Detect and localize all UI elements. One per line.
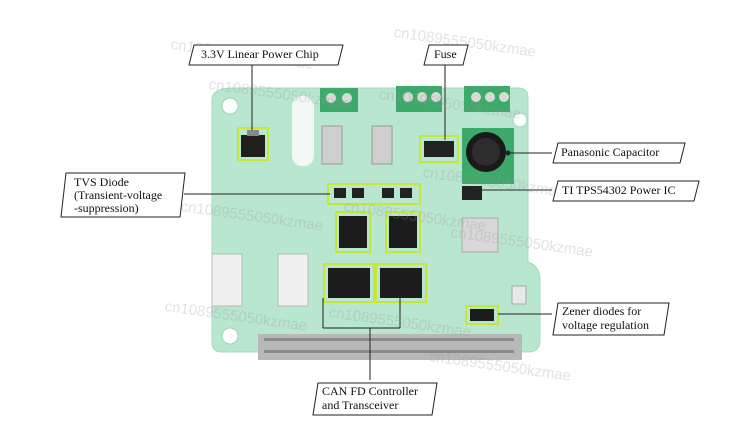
linear-power-chip-highlight [237, 127, 269, 161]
label-can-line2: and Transceiver [322, 398, 399, 412]
can-chip [328, 268, 370, 298]
fuse-highlight [419, 135, 459, 163]
label-ti-power-ic: TI TPS54302 Power IC [562, 183, 676, 197]
can-chip [389, 216, 417, 248]
callout-ti-power-ic: TI TPS54302 Power IC [552, 180, 700, 202]
board-slot [292, 96, 314, 166]
dip-switch [321, 125, 343, 165]
label-panasonic-capacitor: Panasonic Capacitor [561, 145, 660, 159]
zener-highlight [465, 305, 499, 325]
mount-hole [512, 112, 528, 128]
inductor [461, 217, 499, 253]
leader-lines [184, 62, 552, 380]
jst-connector [277, 253, 309, 307]
can-chip-highlight [323, 263, 375, 303]
label-zener-line1: Zener diodes for [562, 304, 642, 318]
screw-terminal [396, 86, 442, 112]
mount-hole [221, 327, 239, 345]
gpio-pins [264, 338, 514, 353]
can-chip-highlight [385, 211, 421, 253]
label-fuse: Fuse [434, 47, 457, 61]
callout-can-fd: CAN FD Controller and Transceiver [312, 382, 438, 416]
dip-switch [371, 125, 393, 165]
callout-zener-diodes: Zener diodes for voltage regulation [552, 302, 670, 336]
gpio-header [258, 334, 522, 360]
label-can-line1: CAN FD Controller [322, 384, 418, 398]
jst-connector [211, 253, 243, 307]
callout-fuse: Fuse [423, 44, 469, 66]
fuse [424, 141, 454, 157]
label-tvs-line1: TVS Diode [74, 175, 129, 189]
linear-power-chip [241, 135, 265, 157]
mount-hole [221, 97, 239, 115]
label-zener-line2: voltage regulation [562, 318, 649, 332]
callout-tvs-diode: TVS Diode (Transient-voltage -suppressio… [60, 172, 186, 218]
can-chip [339, 216, 367, 248]
tvs-diodes [334, 188, 412, 198]
side-button [511, 285, 527, 305]
label-tvs-line2: (Transient-voltage [74, 188, 163, 202]
can-chip-highlight [375, 263, 427, 303]
screw-terminal [320, 88, 358, 112]
zener-diode [470, 309, 494, 321]
label-tvs-line3: -suppression) [74, 201, 139, 215]
ti-power-ic [462, 186, 482, 200]
callout-panasonic-capacitor: Panasonic Capacitor [552, 142, 686, 164]
label-linear-power-chip: 3.3V Linear Power Chip [201, 47, 319, 61]
can-chip-highlight [335, 211, 371, 253]
callout-linear-power-chip: 3.3V Linear Power Chip [188, 44, 344, 66]
screw-terminal [464, 86, 510, 112]
can-chip [380, 268, 422, 298]
